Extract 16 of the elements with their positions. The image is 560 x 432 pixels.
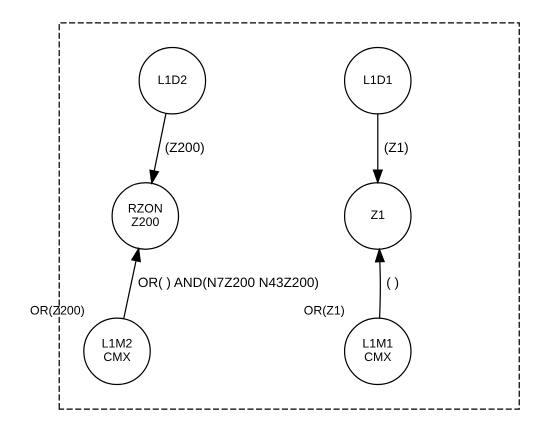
arrow: [123, 246, 141, 318]
node-circle: Z1: [344, 182, 412, 250]
node-circle: L1M2 CMX: [83, 317, 151, 386]
node-circle: L1D2: [138, 46, 206, 115]
arrow: [374, 248, 386, 318]
arrow: [149, 113, 167, 185]
edge-label: ( ): [386, 275, 399, 290]
node-circle: L1M1 CMX: [344, 317, 412, 386]
edge-label: (Z200): [164, 140, 205, 155]
arrow: [372, 114, 383, 184]
node-label: OR(Z200): [30, 303, 85, 318]
node-circle: L1D1: [344, 46, 412, 115]
node-circle: RZON Z200: [111, 182, 180, 250]
edge-label: (Z1): [384, 140, 409, 155]
edge-label: OR( ) AND(N7Z200 N43Z200): [138, 275, 319, 290]
node-label: OR(Z1): [304, 303, 345, 318]
